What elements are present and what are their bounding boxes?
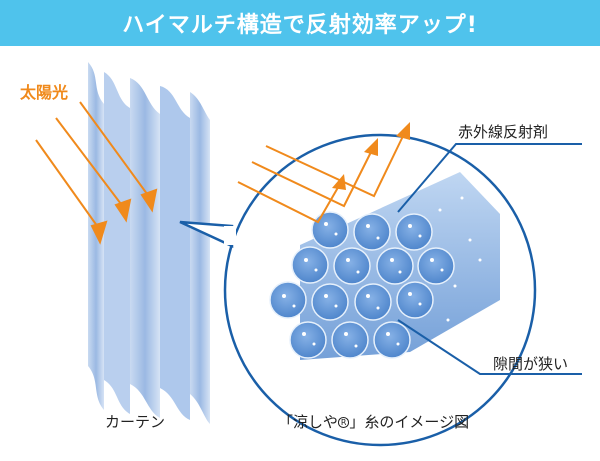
reflection-arrowheads xyxy=(332,122,410,190)
yarn-label-suffix: 」糸のイメージ図 xyxy=(349,413,470,431)
registered-mark: R xyxy=(337,417,350,428)
reflection-arrows xyxy=(237,133,405,224)
sunlight-label: 太陽光 xyxy=(20,83,69,102)
curtain-label: カーテン xyxy=(105,413,166,431)
infrared-reflector-label: 赤外線反射剤 xyxy=(458,123,549,141)
callout-lines xyxy=(397,143,582,375)
page-title: ハイマルチ構造で反射効率アップ! xyxy=(122,13,478,38)
header-bar: ハイマルチ構造で反射効率アップ! xyxy=(0,0,600,46)
yarn-label-prefix: 「涼しや xyxy=(278,413,338,431)
narrow-gap-label: 隙間が狭い xyxy=(493,355,569,373)
sunlight-arrows xyxy=(35,101,158,245)
curtain xyxy=(88,62,210,424)
fiber-bundle xyxy=(269,172,500,360)
